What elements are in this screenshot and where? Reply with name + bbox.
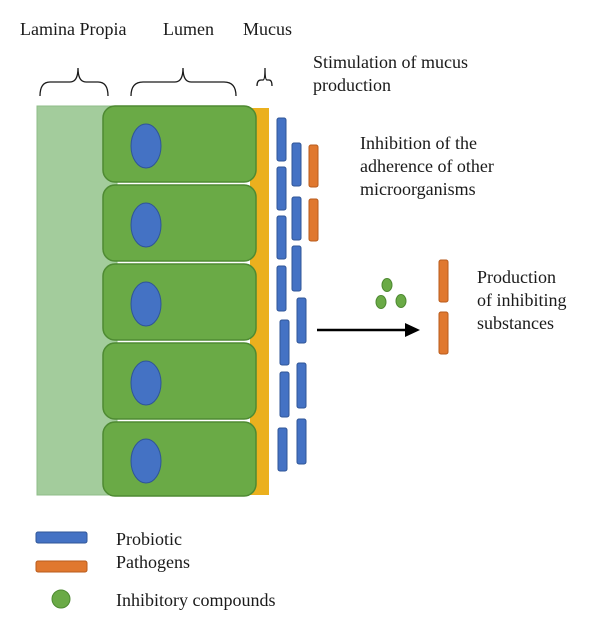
probiotic-bacterium: [279, 371, 290, 418]
cell-nucleus: [130, 123, 162, 169]
probiotic-bacterium: [296, 297, 307, 344]
inhibiting-substances-label: Production of inhibiting substances: [477, 267, 567, 333]
legend-probiotic-label: Probiotic: [116, 529, 182, 549]
lumen-brace: [130, 67, 237, 97]
mucus-stimulation-label: Stimulation of mucus production: [313, 52, 468, 95]
probiotic-bacterium: [291, 196, 302, 241]
legend-pathogens-swatch: [35, 560, 88, 573]
pathogen-bacteria: [308, 144, 449, 355]
mucus-label: Mucus: [243, 19, 292, 39]
probiotic-bacterium: [277, 427, 288, 472]
cell-nuclei: [130, 123, 162, 484]
cell-nucleus: [130, 438, 162, 484]
pathogen-bacterium: [308, 198, 319, 242]
inhibitory-compound: [395, 294, 407, 308]
probiotic-bacterium: [279, 319, 290, 366]
cell-nucleus: [130, 360, 162, 406]
legend-probiotic-swatch: [35, 531, 88, 544]
lumen-label: Lumen: [163, 19, 214, 39]
probiotic-bacterium: [296, 362, 307, 409]
epithelial-cell: [102, 342, 257, 420]
pathogen-bacterium: [438, 311, 449, 355]
probiotic-bacterium: [276, 265, 287, 312]
epithelial-cells: [102, 105, 257, 497]
inhibitory-compound: [375, 295, 387, 309]
pathogen-bacterium: [438, 259, 449, 303]
epithelial-cell: [102, 421, 257, 497]
lamina-propia-label: Lamina Propia: [20, 19, 127, 39]
probiotic-bacteria: [276, 117, 307, 472]
legend-pathogens-label: Pathogens: [116, 552, 190, 572]
legend-inhibitory-swatch: [51, 589, 71, 609]
epithelial-cell: [102, 184, 257, 262]
cell-nucleus: [130, 281, 162, 327]
lamina-propia-brace: [39, 67, 109, 97]
probiotic-bacterium: [276, 166, 287, 211]
arrow-right-icon: [317, 323, 420, 337]
epithelial-cell: [102, 263, 257, 341]
probiotic-bacterium: [276, 117, 287, 162]
probiotic-bacterium: [296, 418, 307, 465]
probiotic-bacterium: [291, 142, 302, 187]
legend-inhibitory-label: Inhibitory compounds: [116, 590, 276, 610]
probiotic-bacterium: [276, 215, 287, 260]
pathogen-bacterium: [308, 144, 319, 188]
inhibitory-compound: [381, 278, 393, 292]
mucus-brace: [256, 67, 273, 87]
cell-nucleus: [130, 202, 162, 248]
probiotic-bacterium: [291, 245, 302, 292]
inhibitory-compounds: [375, 278, 407, 309]
epithelial-cell: [102, 105, 257, 183]
adherence-inhibition-label: Inhibition of the adherence of other mic…: [360, 133, 494, 199]
region-braces: [39, 67, 273, 97]
